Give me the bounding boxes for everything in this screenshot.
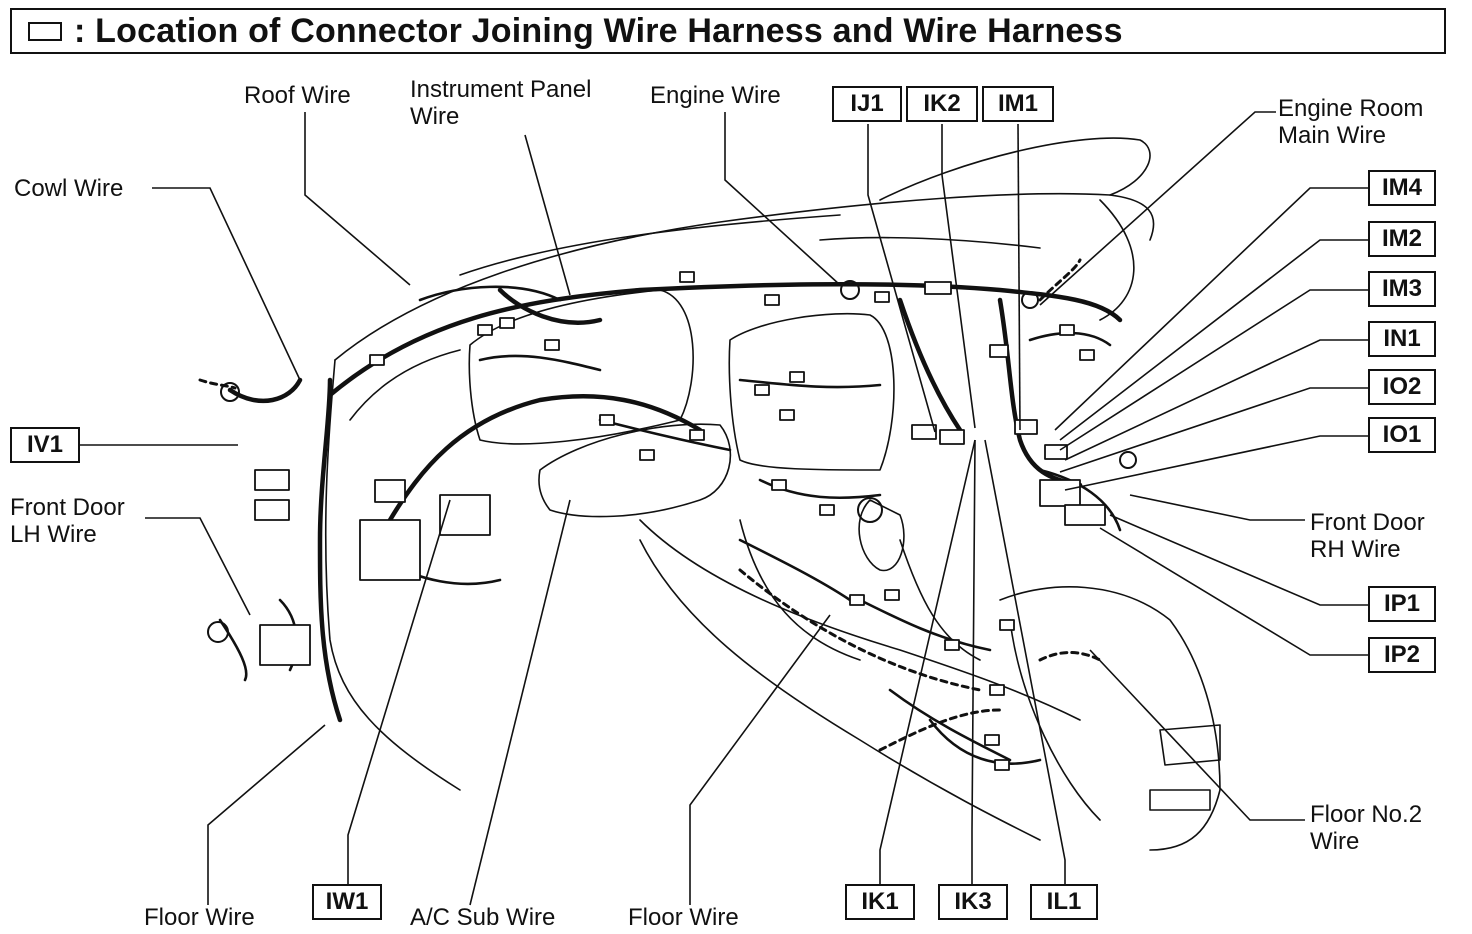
- label-ac-sub-wire: A/C Sub Wire: [410, 904, 556, 931]
- label-engine-wire: Engine Wire: [650, 82, 781, 109]
- legend-box-icon: [28, 21, 62, 41]
- connector-code-il1: IL1: [1030, 884, 1098, 920]
- connector-code-iv1: IV1: [10, 427, 80, 463]
- label-engine-room-main-wire-line2: Main Wire: [1278, 122, 1387, 149]
- connector-code-im4: IM4: [1368, 170, 1436, 206]
- page-title: : Location of Connector Joining Wire Har…: [74, 11, 1123, 50]
- label-floor-wire-left: Floor Wire: [144, 904, 255, 931]
- connector-code-in1: IN1: [1368, 321, 1436, 357]
- connector-code-ik2: IK2: [906, 86, 978, 122]
- connector-code-io2: IO2: [1368, 369, 1436, 405]
- main-harness: [227, 281, 1123, 723]
- dashed-wires: [198, 258, 1102, 752]
- label-cowl-wire: Cowl Wire: [14, 175, 124, 202]
- label-instrument-panel-wire-line1: Instrument Panel: [410, 76, 592, 103]
- connector-code-ik1: IK1: [845, 884, 915, 920]
- label-front-door-lh-wire-line1: Front Door: [10, 494, 125, 521]
- label-front-door-rh-wire-line2: RH Wire: [1310, 536, 1401, 563]
- grommets: [207, 280, 1137, 643]
- connector-blocks: [254, 271, 1106, 771]
- connector-code-ik3: IK3: [938, 884, 1008, 920]
- connector-code-im1: IM1: [982, 86, 1054, 122]
- connector-code-ij1: IJ1: [832, 86, 902, 122]
- label-front-door-lh-wire-line2: LH Wire: [10, 521, 97, 548]
- secondary-wires: [218, 285, 1122, 765]
- connector-code-ip1: IP1: [1368, 586, 1436, 622]
- dashboard-outline: [324, 137, 1221, 851]
- label-front-door-rh-wire-line1: Front Door: [1310, 509, 1425, 536]
- connector-code-iw1: IW1: [312, 884, 382, 920]
- connector-code-ip2: IP2: [1368, 637, 1436, 673]
- label-engine-room-main-wire-line1: Engine Room: [1278, 95, 1424, 122]
- connector-code-io1: IO1: [1368, 417, 1436, 453]
- label-instrument-panel-wire-line2: Wire: [410, 103, 460, 130]
- connector-code-im3: IM3: [1368, 271, 1436, 307]
- label-floor-wire-center: Floor Wire: [628, 904, 739, 931]
- label-floor-no2-wire-line2: Wire: [1310, 828, 1360, 855]
- title-bar: : Location of Connector Joining Wire Har…: [10, 8, 1446, 54]
- label-floor-no2-wire-line1: Floor No.2: [1310, 801, 1423, 828]
- label-roof-wire: Roof Wire: [244, 82, 351, 109]
- connector-code-im2: IM2: [1368, 221, 1436, 257]
- leader-lines: [80, 111, 1368, 906]
